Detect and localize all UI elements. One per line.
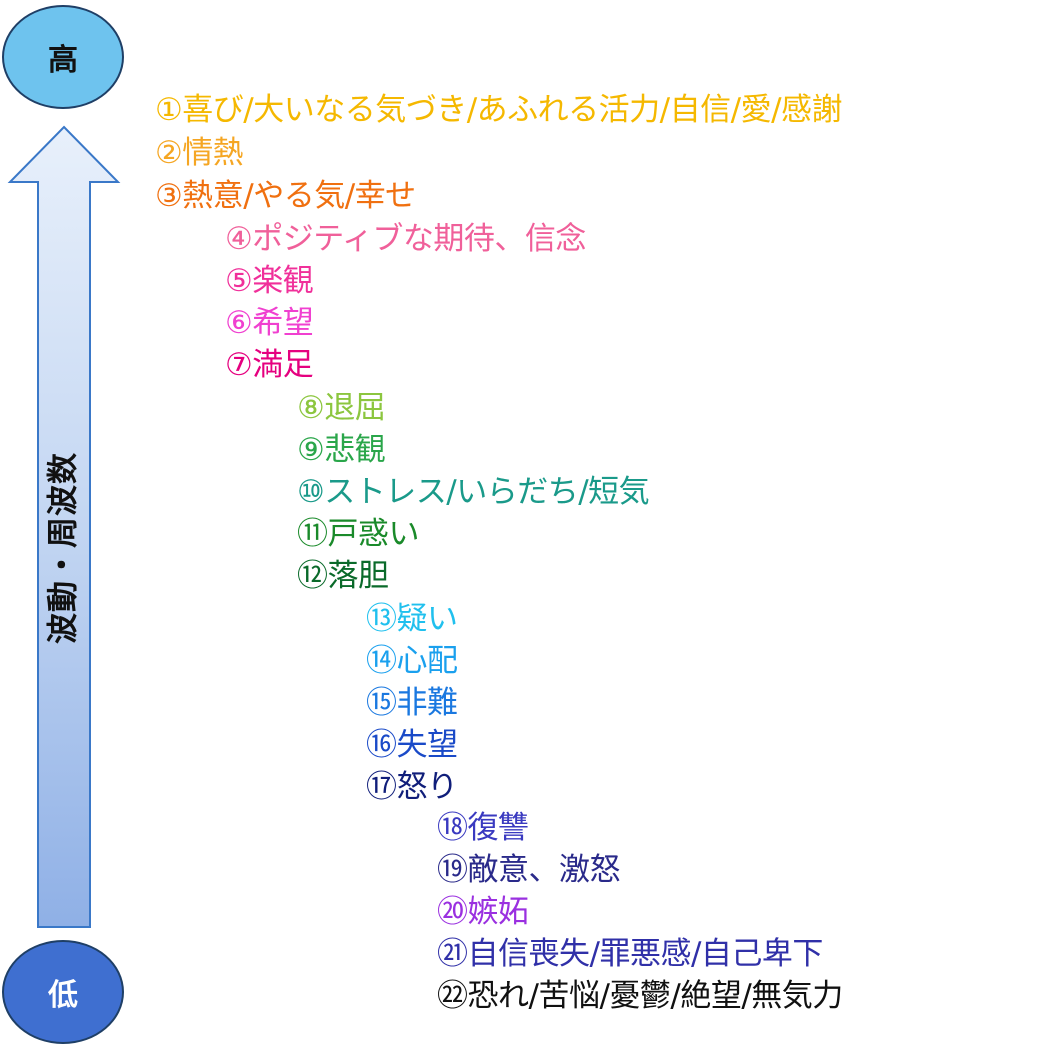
level-item: ⑤楽観 <box>225 263 314 299</box>
level-item: ③熱意/やる気/幸せ <box>155 178 416 214</box>
low-label: 低 <box>48 978 78 1013</box>
upward-arrow <box>7 125 121 928</box>
axis-label: 波動・周波数 <box>45 452 82 644</box>
level-item: ⑰怒り <box>366 769 458 805</box>
level-item: ①喜び/大いなる気づき/あふれる活力/自信/愛/感謝 <box>155 92 843 128</box>
level-item: ⑬疑い <box>366 601 458 637</box>
level-item: ⑧退屈 <box>297 390 386 426</box>
level-item: ⑫落胆 <box>297 558 389 594</box>
level-item: ⑦満足 <box>225 347 314 383</box>
level-item: ②情熱 <box>155 135 244 171</box>
level-item: ⑲敵意、激怒 <box>437 852 621 888</box>
level-item: ⑳嫉妬 <box>437 894 529 930</box>
level-item: ⑯失望 <box>366 727 458 763</box>
level-item: ⑱復讐 <box>437 810 529 846</box>
level-item: ⑭心配 <box>366 643 458 679</box>
level-item: ㉑自信喪失/罪悪感/自己卑下 <box>437 936 823 972</box>
level-item: ㉒恐れ/苦悩/憂鬱/絶望/無気力 <box>437 978 843 1014</box>
low-indicator: 低 <box>2 940 124 1044</box>
level-item: ⑥希望 <box>225 305 314 341</box>
level-item: ⑨悲観 <box>297 432 386 468</box>
level-item: ⑪戸惑い <box>297 516 420 552</box>
high-label: 高 <box>48 43 78 78</box>
high-indicator: 高 <box>2 5 124 109</box>
level-item: ④ポジティブな期待、信念 <box>225 221 586 257</box>
level-item: ⑩ストレス/いらだち/短気 <box>297 474 650 510</box>
level-item: ⑮非難 <box>366 685 458 721</box>
